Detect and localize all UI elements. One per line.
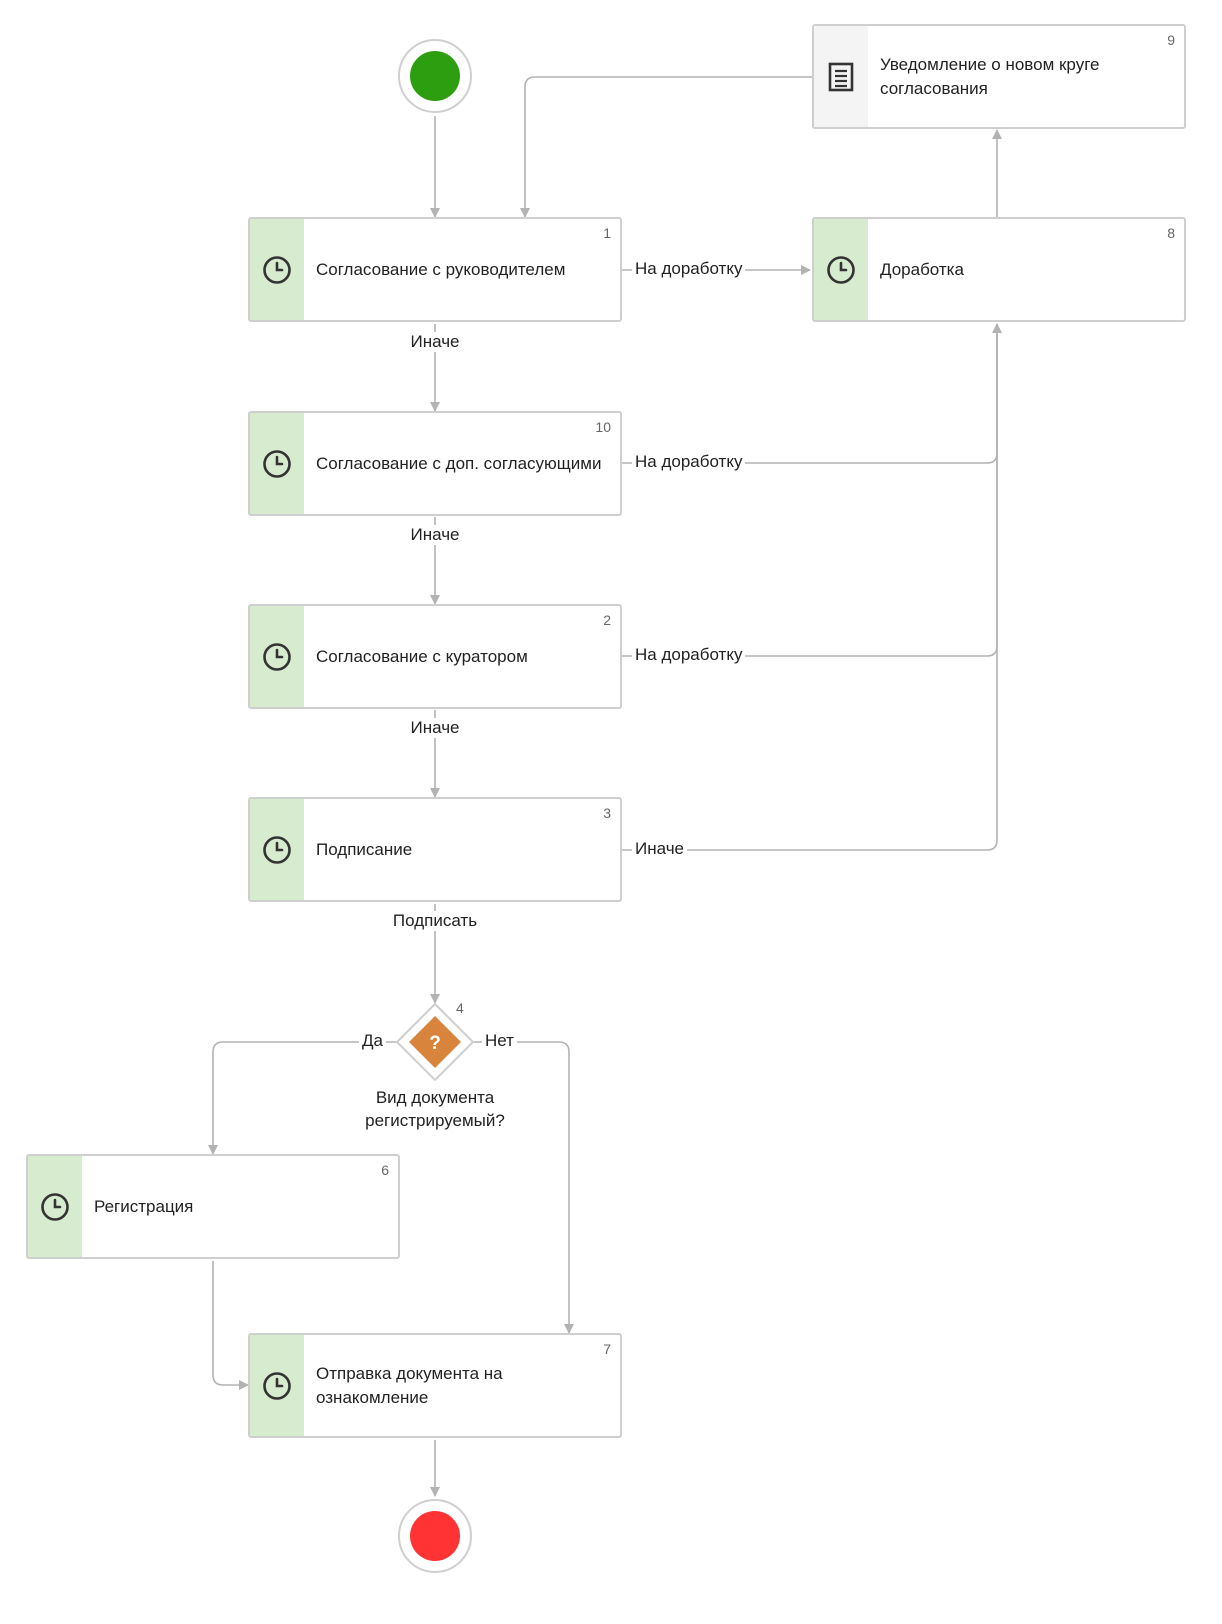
gateway-diamond — [409, 1016, 461, 1068]
block-title: Отправка документа на ознакомление — [316, 1363, 503, 1407]
block-icon-area — [814, 219, 868, 320]
block-icon-area — [250, 219, 304, 320]
connector-10-to-8 — [622, 323, 1002, 464]
block-title: Уведомление о новом круге согласования — [880, 54, 1100, 98]
block-icon-area — [28, 1156, 82, 1257]
connector-gateway-no — [473, 1041, 574, 1334]
block-title: Согласование с руководителем — [316, 259, 566, 279]
block-number: 3 — [603, 805, 611, 821]
clock-icon — [41, 1192, 69, 1221]
block-number: 9 — [1167, 32, 1175, 48]
block-2[interactable]: Согласование с куратором 2 — [248, 604, 622, 709]
clock-icon — [827, 255, 855, 284]
document-icon — [828, 62, 854, 91]
edge-label-3-else: Иначе — [632, 839, 687, 859]
clock-icon — [263, 642, 291, 671]
block-number: 10 — [595, 419, 611, 435]
block-title: Согласование с куратором — [316, 646, 528, 666]
block-3[interactable]: Подписание 3 — [248, 797, 622, 902]
gateway-question: Вид документа регистрируемый? — [365, 1088, 505, 1130]
block-number: 6 — [381, 1162, 389, 1178]
block-6[interactable]: Регистрация 6 — [26, 1154, 400, 1259]
end-circle-icon — [398, 1499, 472, 1573]
block-1[interactable]: Согласование с руководителем 1 — [248, 217, 622, 322]
gateway-yes-label: Да — [359, 1031, 386, 1051]
edge-label-2-else: Иначе — [407, 718, 463, 738]
block-title: Согласование с доп. согласующими — [316, 453, 602, 473]
clock-icon — [263, 255, 291, 284]
block-title: Регистрация — [94, 1196, 194, 1216]
block-icon-area — [250, 606, 304, 707]
block-title: Подписание — [316, 839, 413, 859]
edge-label-1-else: Иначе — [407, 332, 463, 352]
edge-label-2-rework: На доработку — [632, 645, 746, 665]
block-7[interactable]: Отправка документа на ознакомление 7 — [248, 1333, 622, 1438]
block-icon-area — [814, 26, 868, 127]
gateway-symbol: ? — [429, 1033, 441, 1054]
block-number: 2 — [603, 612, 611, 628]
edge-label-10-rework: На доработку — [632, 452, 746, 472]
edge-label-10-else: Иначе — [407, 525, 463, 545]
edge-label-3-sign: Подписать — [389, 911, 481, 931]
block-9[interactable]: Уведомление о новом круге согласования 9 — [812, 24, 1186, 129]
block-8[interactable]: Доработка 8 — [812, 217, 1186, 322]
clock-icon — [263, 449, 291, 478]
gateway-decision[interactable]: ? — [395, 1002, 475, 1082]
clock-icon — [263, 1371, 291, 1400]
block-10[interactable]: Согласование с доп. согласующими 10 — [248, 411, 622, 516]
block-title: Доработка — [880, 259, 964, 279]
block-number: 1 — [603, 225, 611, 241]
connector-3-to-8 — [622, 324, 998, 851]
connector-gateway-yes — [208, 1041, 397, 1155]
clock-icon — [263, 835, 291, 864]
connector-9-to-1 — [520, 76, 812, 218]
gateway-no-label: Нет — [482, 1031, 517, 1051]
start-circle-icon — [398, 39, 472, 113]
block-icon-area — [250, 799, 304, 900]
connector-2-to-8 — [622, 324, 998, 657]
gateway-number: 4 — [456, 1000, 464, 1016]
end-event[interactable] — [397, 1498, 473, 1574]
edge-label-1-rework: На доработку — [632, 259, 746, 279]
block-number: 8 — [1167, 225, 1175, 241]
connector-6-to-7 — [212, 1261, 249, 1390]
block-icon-area — [250, 413, 304, 514]
block-number: 7 — [603, 1341, 611, 1357]
start-event[interactable] — [397, 38, 473, 114]
block-icon-area — [250, 1335, 304, 1436]
